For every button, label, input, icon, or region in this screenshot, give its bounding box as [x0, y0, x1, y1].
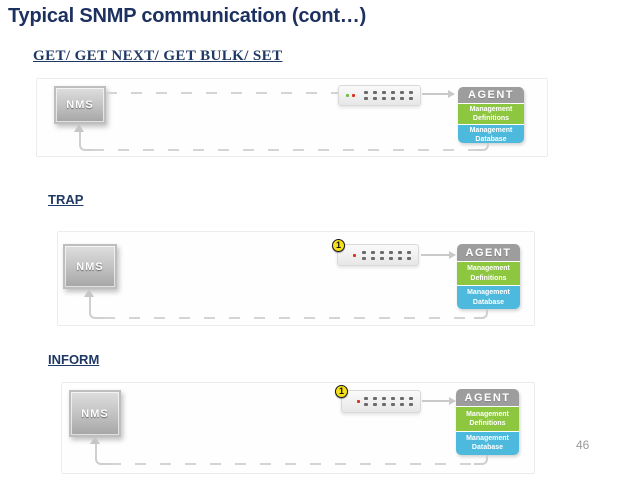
led-red-icon	[352, 94, 355, 97]
device-led-group	[353, 253, 356, 257]
management-definitions-box: Management Definitions	[456, 407, 519, 431]
port-dot	[382, 403, 386, 406]
request-dashed-line	[106, 92, 338, 94]
page-number: 46	[576, 438, 590, 452]
agent-header: AGENT	[456, 389, 519, 406]
agent-box: AGENT Management Definitions Management …	[457, 244, 520, 309]
led-red-icon	[353, 253, 356, 257]
nms-box: NMS	[69, 390, 121, 437]
port-dot	[409, 397, 413, 400]
agent-return-corner	[475, 143, 489, 151]
port-dot	[380, 250, 384, 254]
port-dot	[400, 397, 404, 400]
port-dot	[382, 97, 386, 100]
port-dot	[398, 250, 402, 254]
port-dot	[409, 403, 413, 406]
port-dot	[362, 250, 366, 254]
agent-header: AGENT	[458, 87, 524, 103]
trap-dashed-line	[104, 317, 474, 319]
section-heading-inform: INFORM	[48, 352, 100, 367]
diagram-trap: NMS 1 AGENT Management Definitions Manag…	[57, 231, 535, 326]
nms-return-corner	[95, 442, 110, 465]
slide-title: Typical SNMP communication (cont…)	[8, 5, 367, 27]
port-dot	[391, 97, 395, 100]
port-dot	[371, 250, 375, 254]
nms-label: NMS	[76, 260, 104, 273]
port-grid	[364, 91, 413, 100]
arrow-to-nms-icon	[84, 289, 94, 297]
device-led-group	[357, 400, 360, 403]
event-badge: 1	[332, 239, 345, 252]
led-green-icon	[346, 94, 349, 97]
nms-label: NMS	[81, 407, 109, 420]
inform-dashed-line	[110, 463, 474, 465]
management-database-box: Management Database	[456, 431, 519, 455]
nms-box: NMS	[54, 86, 106, 124]
agent-header: AGENT	[457, 244, 520, 261]
management-database-box: Management Database	[457, 286, 520, 309]
port-dot	[409, 91, 413, 94]
port-dot	[362, 256, 366, 260]
port-dot	[391, 91, 395, 94]
port-dot	[373, 397, 377, 400]
port-dot	[364, 97, 368, 100]
agent-return-corner	[474, 455, 488, 465]
port-dot	[380, 256, 384, 260]
port-dot	[373, 403, 377, 406]
management-definitions-box: Management Definitions	[458, 104, 524, 125]
agent-box: AGENT Management Definitions Management …	[456, 389, 519, 455]
port-dot	[389, 250, 393, 254]
response-dashed-line	[93, 149, 475, 151]
port-dot	[382, 397, 386, 400]
port-dot	[400, 91, 404, 94]
diagram-get-set: NMS AGENT Management Definitions Managem…	[36, 78, 548, 157]
port-dot	[391, 397, 395, 400]
management-definitions-box: Management Definitions	[457, 262, 520, 285]
port-dot	[373, 91, 377, 94]
section-heading-get-set: GET/ GET NEXT/ GET BULK/ SET	[33, 48, 283, 64]
management-database-box: Management Database	[458, 125, 524, 143]
port-dot	[364, 403, 368, 406]
arrow-device-to-agent	[422, 90, 455, 98]
port-dot	[382, 91, 386, 94]
port-dot	[371, 256, 375, 260]
arrow-to-nms-icon	[74, 124, 84, 132]
port-dot	[389, 256, 393, 260]
port-dot	[407, 256, 411, 260]
agent-box: AGENT Management Definitions Management …	[458, 87, 524, 143]
port-grid	[364, 397, 413, 406]
port-dot	[409, 97, 413, 100]
network-switch-icon	[341, 390, 421, 413]
port-dot	[373, 97, 377, 100]
nms-return-corner	[79, 131, 93, 151]
arrow-to-nms-icon	[90, 436, 100, 444]
port-dot	[400, 97, 404, 100]
port-dot	[391, 403, 395, 406]
nms-label: NMS	[66, 99, 94, 111]
device-led-group	[346, 94, 355, 97]
port-dot	[364, 397, 368, 400]
arrow-device-to-agent	[422, 397, 456, 405]
port-dot	[398, 256, 402, 260]
nms-box: NMS	[63, 244, 117, 289]
port-dot	[407, 250, 411, 254]
port-dot	[400, 403, 404, 406]
led-red-icon	[357, 400, 360, 403]
port-dot	[364, 91, 368, 94]
section-heading-trap: TRAP	[48, 192, 84, 207]
port-grid	[362, 250, 411, 260]
arrow-device-to-agent	[421, 251, 456, 259]
network-switch-icon	[337, 244, 419, 266]
nms-return-corner	[89, 296, 104, 319]
event-badge: 1	[335, 385, 348, 398]
network-switch-icon	[338, 85, 421, 106]
agent-return-corner	[474, 309, 488, 319]
diagram-inform: NMS 1 AGENT Management Definitions Manag…	[61, 382, 535, 474]
